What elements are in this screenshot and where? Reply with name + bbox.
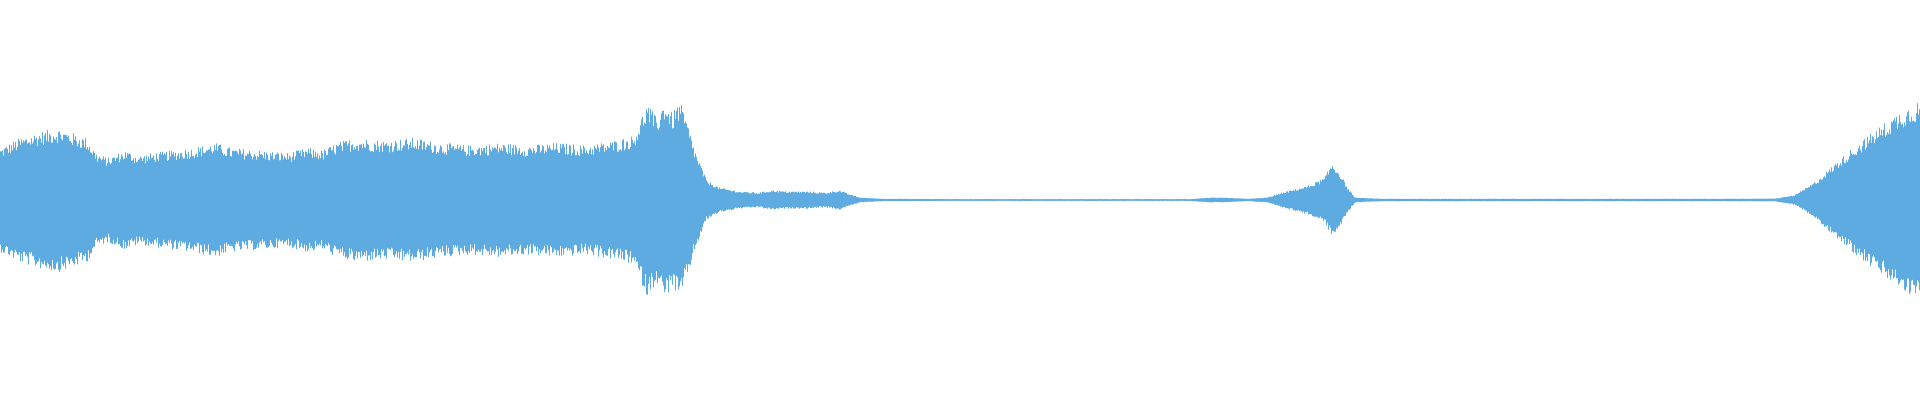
waveform-amplitude-path xyxy=(0,103,1920,295)
waveform-samples xyxy=(0,103,1920,295)
